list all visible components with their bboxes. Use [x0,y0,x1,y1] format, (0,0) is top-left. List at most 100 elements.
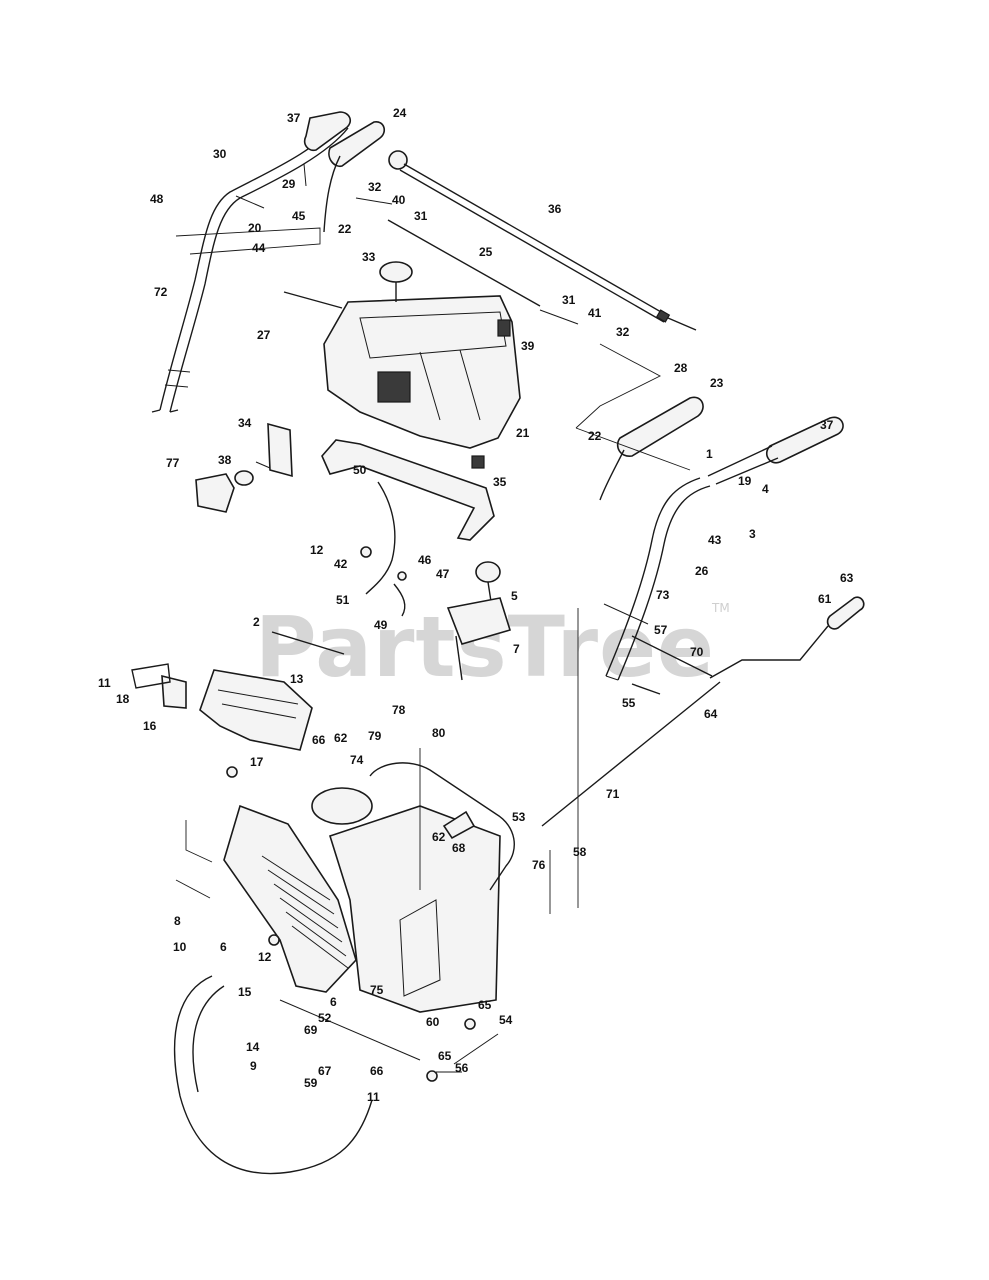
dash-panel [323,261,521,469]
label-29: 29 [282,177,296,191]
label-7: 7 [513,642,520,656]
label-78: 78 [392,703,406,717]
label-42: 42 [334,557,348,571]
label-27: 27 [257,328,271,342]
label-13: 13 [290,672,304,686]
label-43: 43 [708,533,722,547]
label-24: 24 [393,106,407,120]
light-assembly [195,422,293,513]
grip-37-right [765,416,844,464]
label-37b: 37 [820,418,834,432]
label-70: 70 [690,645,704,659]
label-22: 22 [338,222,352,236]
label-38: 38 [218,453,232,467]
label-9: 9 [250,1059,257,1073]
engine [311,787,501,1013]
label-55: 55 [622,696,636,710]
plate-62 [442,810,476,840]
label-69: 69 [304,1023,318,1037]
label-22b: 22 [588,429,602,443]
label-14: 14 [246,1040,260,1054]
bracket-50 [321,439,495,541]
label-41: 41 [588,306,602,320]
label-62b: 62 [432,830,446,844]
rod-2 [271,631,345,655]
label-72: 72 [154,285,168,299]
label-37: 37 [287,111,301,125]
label-68: 68 [452,841,466,855]
label-67: 67 [318,1064,332,1078]
label-65b: 65 [438,1049,452,1063]
label-11b: 11 [367,1090,380,1104]
label-45: 45 [292,209,306,223]
spring-27 [283,291,343,309]
label-50: 50 [353,463,367,477]
label-32: 32 [368,180,382,194]
label-30: 30 [213,147,227,161]
label-4: 4 [762,482,769,496]
label-12b: 12 [258,950,272,964]
label-79: 79 [368,729,382,743]
rod-70 [631,635,713,677]
label-51: 51 [336,593,350,607]
label-16: 16 [143,719,157,733]
label-2: 2 [253,615,260,629]
watermark-tm: TM [711,601,730,615]
label-63: 63 [840,571,854,585]
label-77: 77 [166,456,180,470]
label-3: 3 [749,527,756,541]
shift-rod [387,219,541,307]
label-52: 52 [318,1011,332,1025]
label-53: 53 [512,810,526,824]
bracket-18 [131,663,171,689]
right-handle [605,477,711,681]
label-33: 33 [362,250,376,264]
label-71: 71 [606,787,620,801]
label-10: 10 [173,940,187,954]
label-25: 25 [479,245,493,259]
label-60: 60 [426,1015,440,1029]
label-6b: 6 [330,995,337,1009]
rod-64 [709,625,829,679]
label-34: 34 [238,416,252,430]
label-39: 39 [521,339,535,353]
label-75: 75 [370,983,384,997]
label-35: 35 [493,475,507,489]
label-46: 46 [418,553,432,567]
control-rod [388,150,697,331]
label-31b: 31 [562,293,576,307]
shift-bracket [446,561,512,681]
label-59: 59 [304,1076,318,1090]
label-11: 11 [98,676,111,690]
rod-71 [541,681,721,827]
left-upper-handle [151,119,349,413]
label-65: 65 [478,998,492,1012]
label-66b: 66 [370,1064,384,1078]
left-grip [303,111,352,152]
bolt-55 [631,683,661,695]
label-61: 61 [818,592,832,606]
callout-labels: 37 24 30 29 48 45 32 40 31 36 22 20 44 2… [98,106,854,1104]
label-5: 5 [511,589,518,603]
hardware [226,163,649,1082]
label-36: 36 [548,202,562,216]
label-49: 49 [374,618,388,632]
label-32b: 32 [616,325,630,339]
auger-housing [173,975,421,1175]
label-8: 8 [174,914,181,928]
label-54: 54 [499,1013,513,1027]
label-6: 6 [220,940,227,954]
label-26: 26 [695,564,709,578]
alignment-guides [175,227,691,914]
label-31: 31 [414,209,428,223]
label-64: 64 [704,707,718,721]
label-56: 56 [455,1061,469,1075]
label-28: 28 [674,361,688,375]
grip-23 [616,396,704,457]
label-66: 66 [312,733,326,747]
chute-deflector [161,669,313,751]
label-58: 58 [573,845,587,859]
label-48: 48 [150,192,164,206]
link-49 [393,583,406,617]
label-23: 23 [710,376,724,390]
